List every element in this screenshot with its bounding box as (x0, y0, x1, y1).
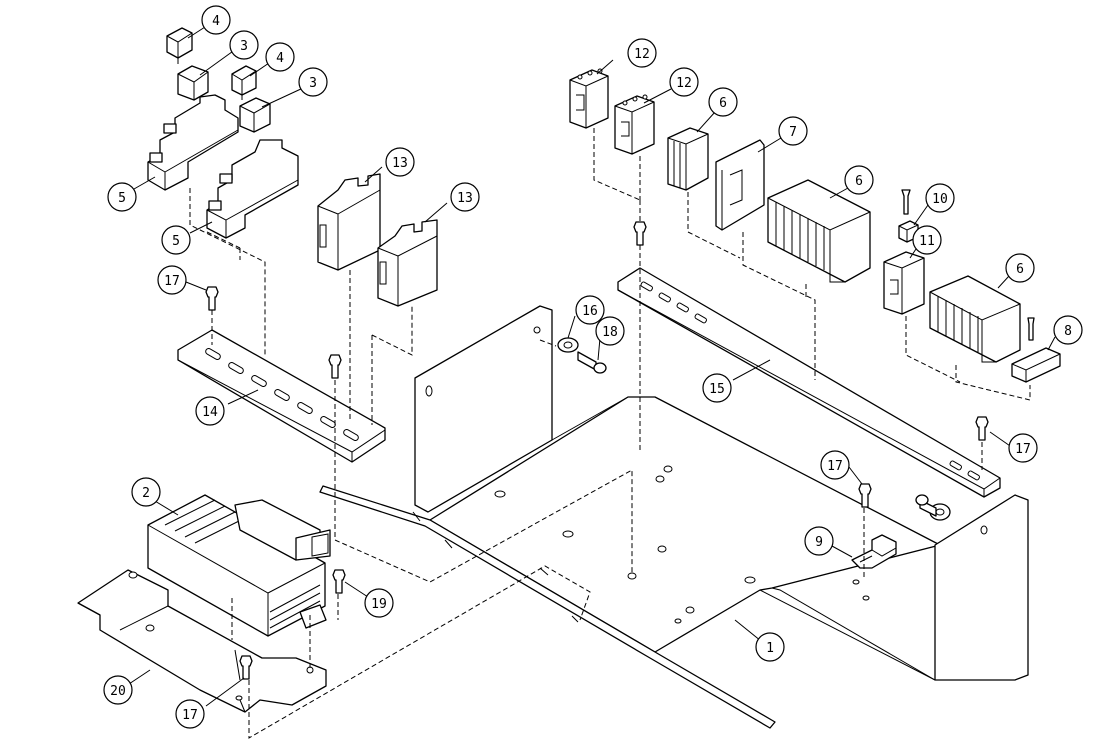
callout-label: 5 (118, 191, 126, 206)
callout-label: 3 (240, 39, 248, 54)
end-plate-12b-part (614, 94, 655, 155)
callout-6c: 6 (1005, 253, 1035, 283)
callout-label: 18 (602, 325, 618, 340)
callout-1: 1 (755, 632, 785, 662)
relay-upper-part (166, 27, 209, 101)
callout-8: 8 (1053, 315, 1083, 345)
callout-label: 17 (182, 708, 198, 723)
callout-12a: 12 (627, 38, 657, 68)
callout-17d: 17 (175, 699, 205, 729)
callout-label: 4 (276, 51, 284, 66)
callout-label: 6 (1016, 262, 1024, 277)
base-tray-part (319, 305, 1029, 729)
callout-19: 19 (364, 588, 394, 618)
callout-label: 1 (766, 641, 774, 656)
din-rail-left-part (177, 329, 386, 463)
callout-17b: 17 (1008, 433, 1038, 463)
callout-16: 16 (575, 295, 605, 325)
terminal-block-6b-part (767, 179, 871, 283)
callout-4a: 4 (201, 5, 231, 35)
terminal-block-6c-part (929, 275, 1021, 363)
terminal-block-11-part (883, 251, 925, 315)
callout-label: 6 (855, 174, 863, 189)
callout-label: 15 (709, 382, 725, 397)
callout-4b: 4 (265, 42, 295, 72)
callout-label: 13 (457, 191, 473, 206)
terminal-block-6a-part (667, 127, 709, 191)
callout-label: 14 (202, 405, 218, 420)
callout-label: 19 (371, 597, 387, 612)
callout-12b: 12 (669, 67, 699, 97)
callout-10: 10 (925, 183, 955, 213)
screw-parts (205, 221, 989, 680)
din-rail-right-part (617, 267, 1001, 498)
callout-9: 9 (804, 526, 834, 556)
callout-3b: 3 (298, 67, 328, 97)
callout-2: 2 (131, 477, 161, 507)
relay-socket-upper-part (147, 94, 239, 191)
callout-label: 12 (676, 76, 692, 91)
callout-label: 20 (110, 684, 126, 699)
callout-14: 14 (195, 396, 225, 426)
callout-label: 17 (827, 459, 843, 474)
callout-label: 9 (815, 535, 823, 550)
callout-3a: 3 (229, 30, 259, 60)
callout-5b: 5 (161, 225, 191, 255)
callout-label: 2 (142, 486, 150, 501)
callout-13b: 13 (450, 182, 480, 212)
callout-6a: 6 (708, 87, 738, 117)
power-supply-part (147, 494, 331, 637)
callout-17a: 17 (157, 265, 187, 295)
relay-socket-lower-part (206, 139, 299, 239)
mounting-bracket-part (77, 569, 327, 713)
end-clamp-b-part (377, 219, 438, 307)
callout-11: 11 (912, 225, 942, 255)
assembly-dashed-lines (189, 128, 1031, 739)
callout-label: 8 (1064, 324, 1072, 339)
end-clamp-a-part (317, 173, 381, 271)
callout-label: 13 (392, 156, 408, 171)
callout-7: 7 (778, 116, 808, 146)
callout-label: 12 (634, 47, 650, 62)
callout-label: 10 (932, 192, 948, 207)
callout-17c: 17 (820, 450, 850, 480)
callout-label: 17 (1015, 442, 1031, 457)
callout-label: 6 (719, 96, 727, 111)
callout-20: 20 (103, 675, 133, 705)
end-plate-12a-part (569, 68, 609, 129)
callout-label: 3 (309, 76, 317, 91)
callout-label: 7 (789, 125, 797, 140)
callout-label: 17 (164, 274, 180, 289)
jumper-8-part (1011, 317, 1061, 383)
callout-13a: 13 (385, 147, 415, 177)
end-cover-7-part (715, 139, 765, 231)
callout-5a: 5 (107, 182, 137, 212)
washer-screw-part (557, 337, 951, 521)
callout-leaders (125, 26, 1056, 707)
callout-6b: 6 (844, 165, 874, 195)
callout-15: 15 (702, 373, 732, 403)
callout-label: 5 (172, 234, 180, 249)
callout-18: 18 (595, 316, 625, 346)
callout-label: 4 (212, 14, 220, 29)
callout-label: 11 (919, 234, 935, 249)
callout-label: 16 (582, 304, 598, 319)
